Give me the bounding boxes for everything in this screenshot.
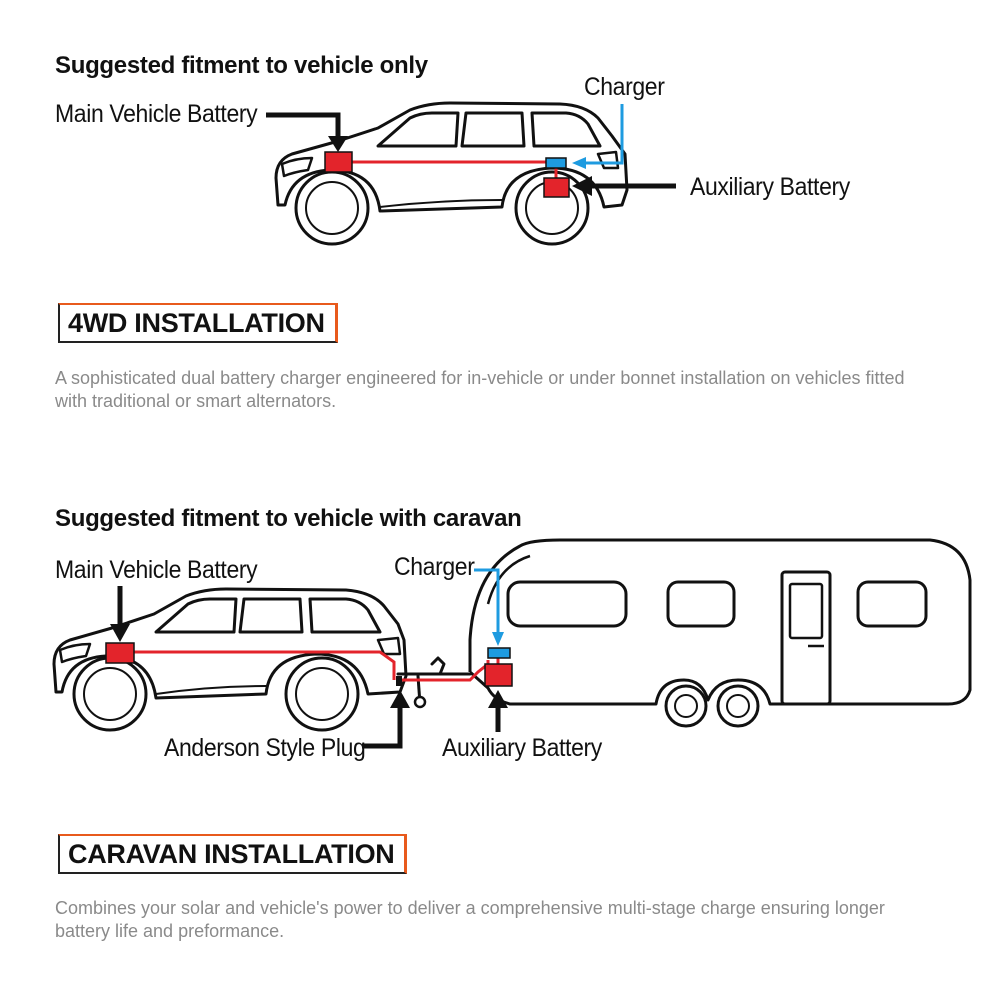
car-caravan-window-front (154, 597, 238, 634)
badge-4wd-text: 4WD INSTALLATION (68, 308, 325, 338)
car-4wd-taillight (596, 150, 620, 170)
badge-caravan-text: CARAVAN INSTALLATION (68, 839, 395, 869)
label-main-battery-4wd: Main Vehicle Battery (55, 100, 258, 128)
aux-battery-4wd (543, 177, 570, 198)
caravan-door (780, 570, 832, 706)
description-4wd: A sophisticated dual battery charger eng… (55, 368, 905, 411)
car-4wd-window-mid (460, 111, 526, 148)
arrow-charger-4wd (572, 104, 624, 169)
badge-caravan-box: CARAVAN INSTALLATION (58, 834, 408, 874)
arrow-main-battery-4wd (266, 112, 348, 152)
badge-4wd-box: 4WD INSTALLATION (58, 303, 338, 343)
car-4wd-headlight (280, 156, 314, 178)
car-caravan-taillight (376, 636, 402, 656)
caravan-window-2 (666, 580, 736, 628)
label-main-battery-caravan: Main Vehicle Battery (55, 556, 258, 584)
arrow-anderson-plug (362, 690, 410, 749)
caravan-window-1 (506, 580, 628, 628)
charger-4wd (545, 157, 567, 169)
car-caravan-window-mid (238, 597, 304, 634)
main-battery-caravan (105, 642, 135, 664)
description-caravan: Combines your solar and vehicle's power … (55, 898, 885, 941)
arrow-main-battery-caravan (110, 586, 130, 642)
heading-vehicle-only: Suggested fitment to vehicle only (55, 52, 428, 79)
label-aux-battery-caravan: Auxiliary Battery (442, 734, 602, 762)
car-4wd (274, 101, 629, 246)
car-caravan (52, 587, 472, 732)
charger-caravan (487, 647, 511, 659)
label-charger-4wd: Charger (584, 73, 665, 101)
arrow-charger-caravan (474, 568, 504, 646)
badge-caravan-installation: CARAVAN INSTALLATION (58, 834, 408, 874)
label-anderson-plug: Anderson Style Plug (164, 734, 366, 762)
caravan (468, 538, 972, 728)
anderson-plug (396, 676, 402, 686)
label-aux-battery-4wd: Auxiliary Battery (690, 173, 850, 201)
car-caravan-window-rear (308, 597, 382, 634)
caravan-door-window (788, 582, 824, 640)
heading-vehicle-with-caravan: Suggested fitment to vehicle with carava… (55, 505, 522, 532)
car-4wd-window-rear (530, 111, 602, 148)
caravan-window-3 (856, 580, 928, 628)
main-battery-4wd (324, 151, 353, 173)
label-charger-caravan: Charger (394, 553, 475, 581)
car-4wd-body (274, 101, 629, 213)
caravan-body (468, 538, 972, 706)
car-4wd-window-front (376, 111, 460, 148)
car-caravan-headlight (58, 642, 92, 664)
badge-4wd-installation: 4WD INSTALLATION (58, 303, 338, 343)
tow-hitch (396, 656, 446, 676)
aux-battery-caravan (484, 663, 513, 687)
arrow-aux-battery-4wd (572, 176, 676, 196)
arrow-aux-battery-caravan (488, 690, 508, 732)
